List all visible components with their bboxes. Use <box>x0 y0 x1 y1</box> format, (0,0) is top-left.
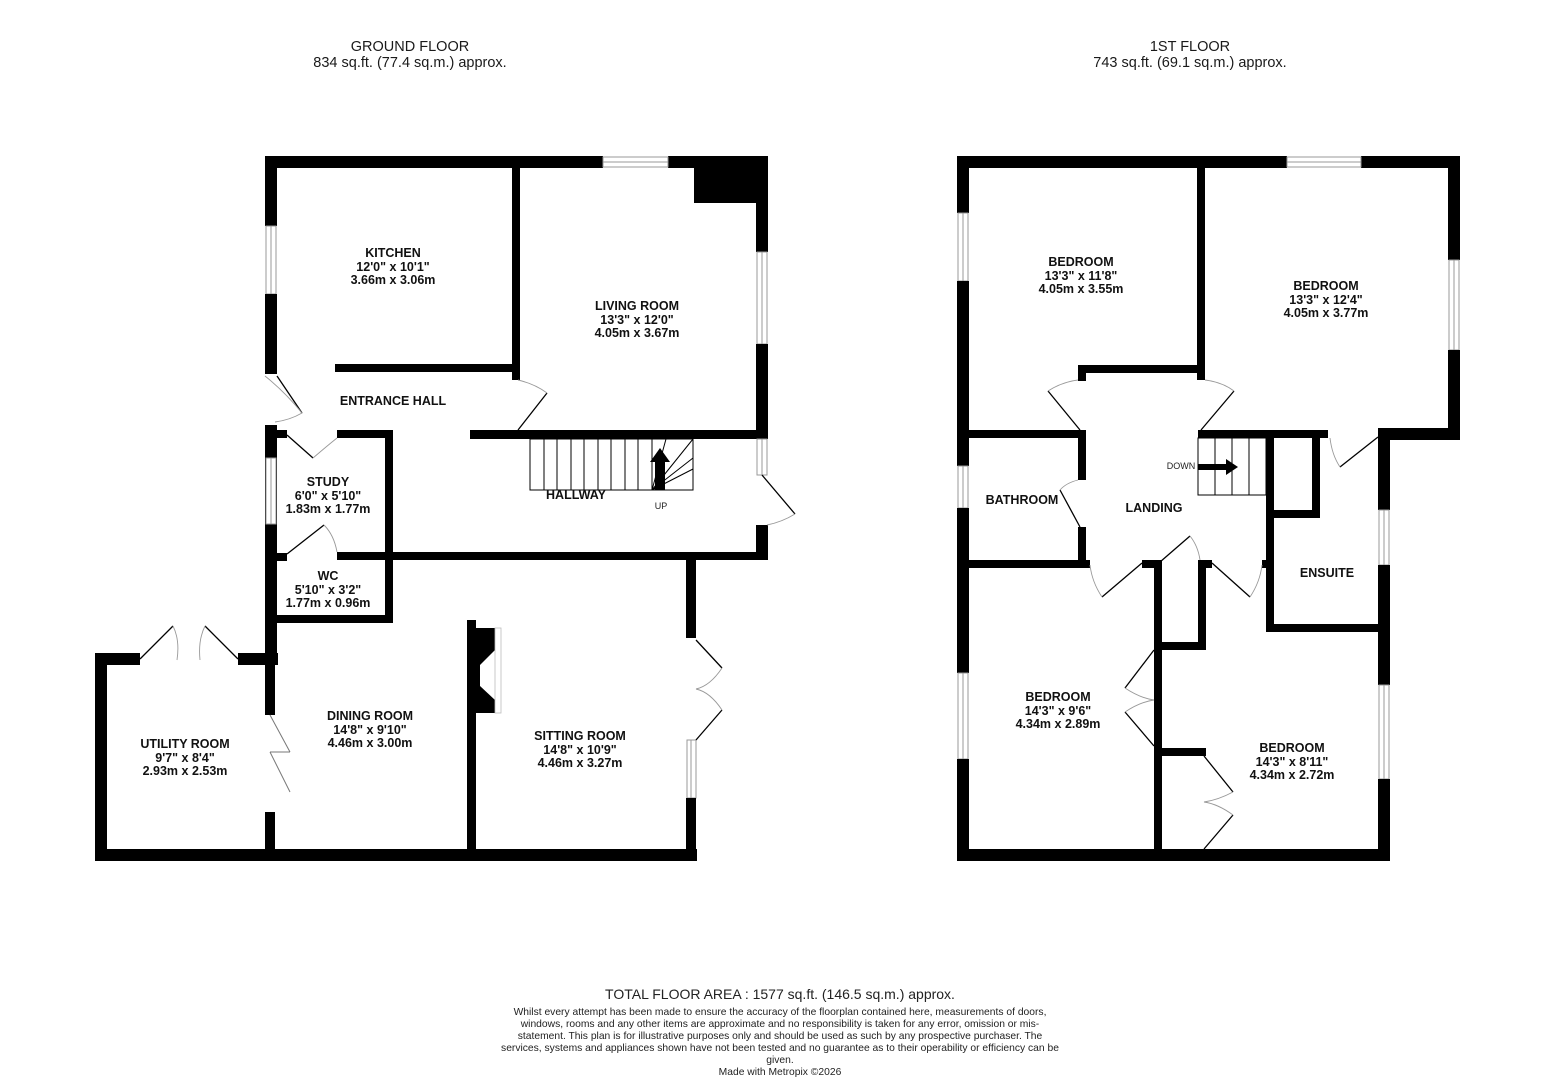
room-imperial: 14'3" x 8'11" <box>1255 754 1329 769</box>
room-imperial: 13'3" x 11'8" <box>1044 268 1118 283</box>
room-metric: 1.77m x 0.96m <box>285 596 371 610</box>
room-ensuite: ENSUITE <box>1299 566 1355 581</box>
room-imperial: 13'3" x 12'0" <box>600 312 674 327</box>
room-name: LIVING ROOM <box>594 299 680 313</box>
room-landing: LANDING <box>1125 501 1183 516</box>
credit-text: Made with Metropix ©2026 <box>718 1067 842 1078</box>
first-floor-name: 1ST FLOOR <box>1149 39 1231 55</box>
disclaimer: Whilst every attempt has been made to en… <box>500 1007 1060 1079</box>
room-name: SITTING ROOM <box>534 729 626 743</box>
room-name: LANDING <box>1125 501 1183 515</box>
room-imperial: 9'7" x 8'4" <box>155 750 215 765</box>
room-name: UTILITY ROOM <box>140 737 230 751</box>
first-floor-title: 1ST FLOOR 743 sq.ft. (69.1 sq.m.) approx… <box>1030 39 1350 71</box>
room-metric: 4.05m x 3.67m <box>594 326 680 340</box>
room-name: BEDROOM <box>1025 690 1091 704</box>
stairs-down-arrow-icon <box>1198 459 1238 475</box>
room-metric: 2.93m x 2.53m <box>142 764 228 778</box>
room-dining-room: DINING ROOM 14'8" x 9'10" 4.46m x 3.00m <box>326 709 414 751</box>
room-imperial: 12'0" x 10'1" <box>356 259 430 274</box>
room-kitchen: KITCHEN 12'0" x 10'1" 3.66m x 3.06m <box>350 246 436 288</box>
ground-floor-plan <box>95 156 796 861</box>
room-entrance-hall: ENTRANCE HALL <box>339 394 447 409</box>
room-metric: 4.05m x 3.55m <box>1038 282 1124 296</box>
room-imperial: 14'8" x 9'10" <box>333 722 407 737</box>
stairs-up-label: UP <box>654 501 668 511</box>
room-name: ENTRANCE HALL <box>339 394 447 408</box>
room-name: BEDROOM <box>1293 279 1359 293</box>
room-imperial: 14'3" x 9'6" <box>1024 703 1092 718</box>
ground-floor-title: GROUND FLOOR 834 sq.ft. (77.4 sq.m.) app… <box>250 39 570 71</box>
room-imperial: 13'3" x 12'4" <box>1289 292 1363 307</box>
first-floor-plan <box>957 156 1460 861</box>
room-name: BEDROOM <box>1259 741 1325 755</box>
room-name: ENSUITE <box>1299 566 1355 580</box>
room-metric: 4.05m x 3.77m <box>1283 306 1369 320</box>
room-name: HALLWAY <box>546 488 606 502</box>
room-bedroom-3: BEDROOM 14'3" x 9'6" 4.34m x 2.89m <box>1015 690 1101 732</box>
first-floor-area: 743 sq.ft. (69.1 sq.m.) approx. <box>1093 55 1287 71</box>
room-metric: 1.83m x 1.77m <box>285 502 371 516</box>
room-bedroom-4: BEDROOM 14'3" x 8'11" 4.34m x 2.72m <box>1249 741 1335 783</box>
room-imperial: 5'10" x 3'2" <box>294 582 362 597</box>
ground-floor-area: 834 sq.ft. (77.4 sq.m.) approx. <box>313 55 507 71</box>
room-metric: 4.46m x 3.00m <box>327 736 413 750</box>
room-name: STUDY <box>306 475 350 489</box>
room-name: BEDROOM <box>1048 255 1114 269</box>
room-living-room: LIVING ROOM 13'3" x 12'0" 4.05m x 3.67m <box>594 299 680 341</box>
room-wc: WC 5'10" x 3'2" 1.77m x 0.96m <box>285 569 371 611</box>
room-bedroom-1: BEDROOM 13'3" x 11'8" 4.05m x 3.55m <box>1038 255 1124 297</box>
room-name: KITCHEN <box>365 246 421 260</box>
disclaimer-text: Whilst every attempt has been made to en… <box>501 1007 1059 1066</box>
stairs-down-label: DOWN <box>1166 461 1196 471</box>
room-bathroom: BATHROOM <box>985 493 1059 508</box>
stairs-up-arrow-icon <box>650 448 670 490</box>
room-imperial: 6'0" x 5'10" <box>294 488 362 503</box>
room-sitting-room: SITTING ROOM 14'8" x 10'9" 4.46m x 3.27m <box>534 729 626 771</box>
room-study: STUDY 6'0" x 5'10" 1.83m x 1.77m <box>285 475 371 517</box>
room-hallway: HALLWAY <box>546 488 606 503</box>
room-metric: 3.66m x 3.06m <box>350 273 436 287</box>
room-metric: 4.34m x 2.72m <box>1249 768 1335 782</box>
room-name: DINING ROOM <box>326 709 414 723</box>
room-imperial: 14'8" x 10'9" <box>543 742 617 757</box>
total-floor-area: TOTAL FLOOR AREA : 1577 sq.ft. (146.5 sq… <box>605 986 955 1002</box>
ground-floor-name: GROUND FLOOR <box>350 39 470 55</box>
room-bedroom-2: BEDROOM 13'3" x 12'4" 4.05m x 3.77m <box>1283 279 1369 321</box>
room-metric: 4.46m x 3.27m <box>537 756 623 770</box>
room-name: WC <box>317 569 339 583</box>
room-metric: 4.34m x 2.89m <box>1015 717 1101 731</box>
room-name: BATHROOM <box>985 493 1059 507</box>
room-utility-room: UTILITY ROOM 9'7" x 8'4" 2.93m x 2.53m <box>140 737 230 779</box>
